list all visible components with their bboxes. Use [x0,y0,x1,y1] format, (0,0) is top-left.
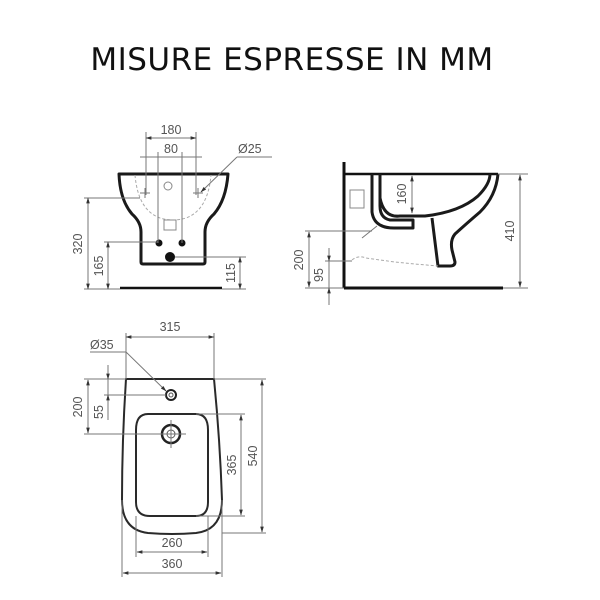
dim-d35-label: Ø35 [90,338,114,352]
dim-115: 115 [224,263,238,283]
dim-200-side: 200 [292,250,306,271]
dim-410: 410 [503,221,517,242]
front-view: 180 80 Ø25 320 165 115 [71,123,272,290]
dim-180: 180 [161,123,182,137]
dim-365: 365 [225,455,239,476]
dim-80: 80 [164,142,178,156]
top-view: 315 Ø35 200 55 365 540 260 [71,320,266,577]
dim-320: 320 [71,234,85,255]
dim-d25: Ø25 [238,142,262,156]
page-title: MISURE ESPRESSE IN MM [90,42,494,78]
dim-165: 165 [92,256,106,277]
dim-315: 315 [160,320,181,334]
dim-260: 260 [162,536,183,550]
dim-160: 160 [395,184,409,205]
dim-200-top: 200 [71,397,85,418]
dim-360: 360 [162,557,183,571]
dim-95: 95 [312,268,326,282]
dim-55: 55 [92,405,106,419]
dim-540: 540 [246,446,260,467]
side-view: 160 410 200 95 [292,162,528,305]
